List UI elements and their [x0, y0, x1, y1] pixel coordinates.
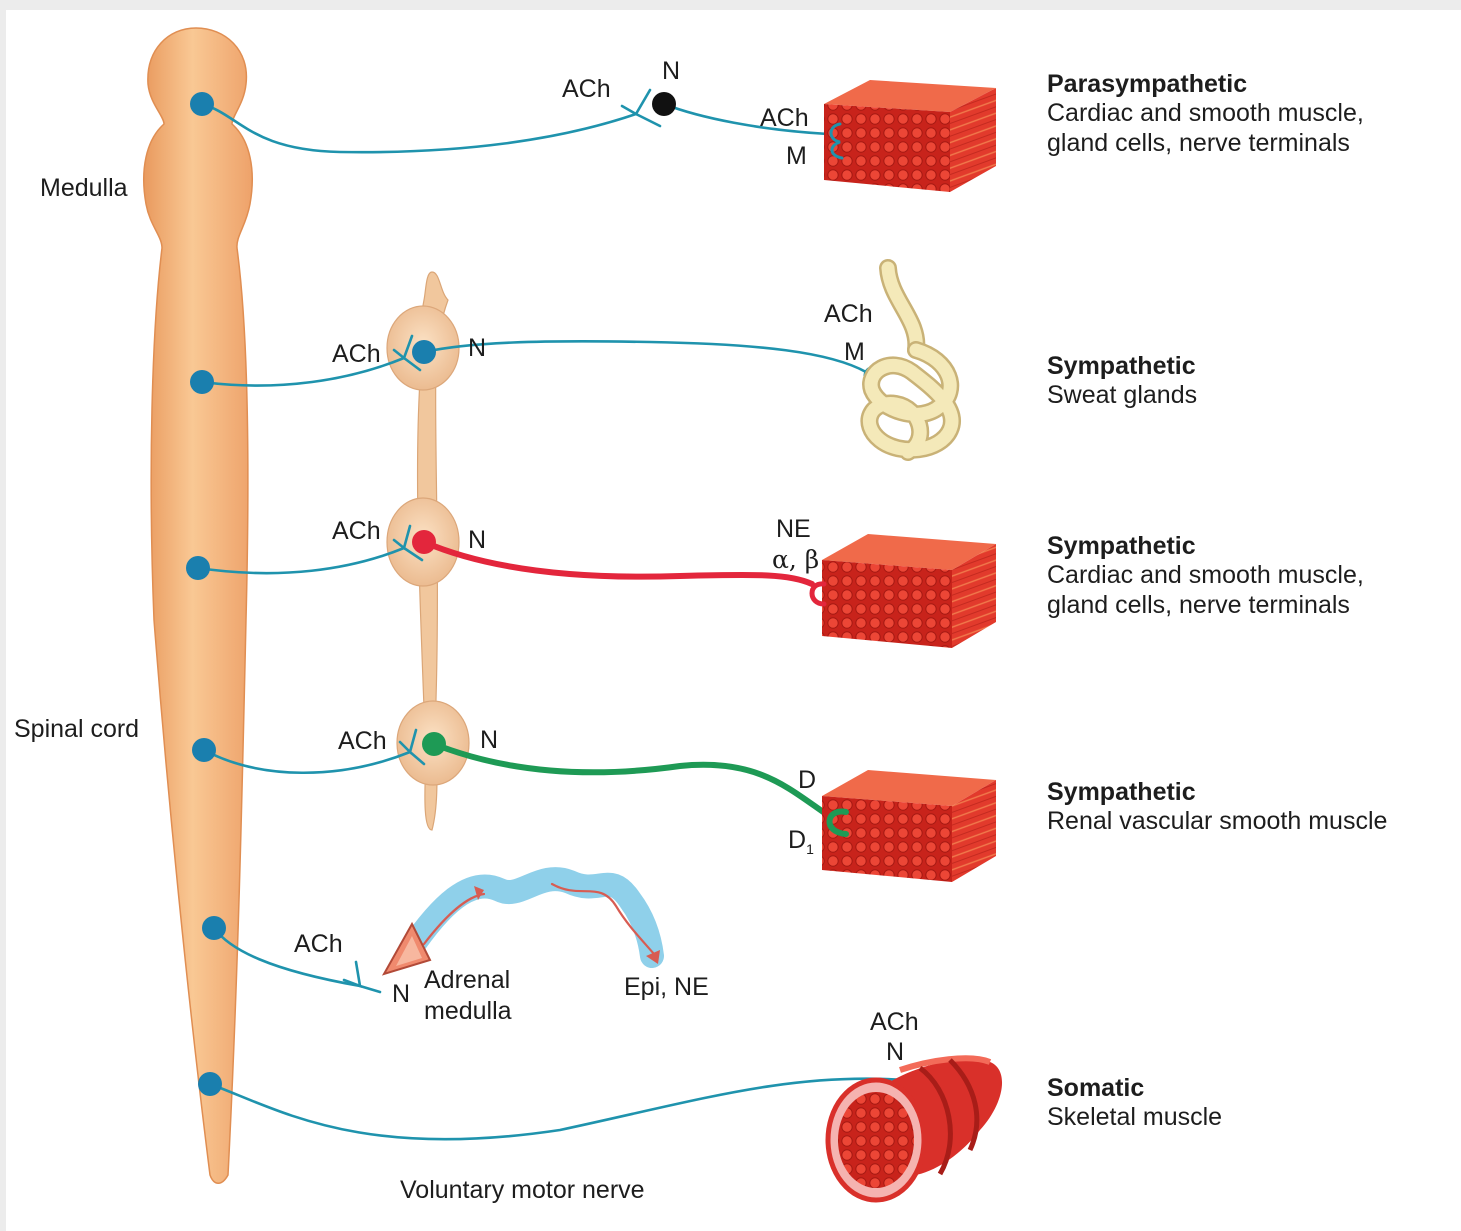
- synapse-fork-5: [344, 962, 380, 992]
- ganglion-cell-parasympathetic: [652, 92, 676, 116]
- node-spinal-4: [202, 916, 226, 940]
- pathway-desc-line: Sweat glands: [1047, 379, 1197, 411]
- label-m-para: M: [786, 144, 807, 169]
- pathway-sympathetic-sweat: Sympathetic Sweat glands: [1047, 354, 1197, 411]
- label-n-para: N: [662, 59, 680, 84]
- diagram-canvas: Medulla Spinal cord ACh N ACh M ACh N AC…: [6, 10, 1461, 1231]
- pathway-desc-line: Cardiac and smooth muscle,: [1047, 97, 1364, 129]
- node-spinal-2: [186, 556, 210, 580]
- pathway-title: Somatic: [1047, 1076, 1222, 1101]
- label-n-ne: N: [468, 528, 486, 553]
- label-ach-somatic: ACh: [870, 1010, 919, 1035]
- label-n-renal: N: [480, 728, 498, 753]
- label-epi-ne: Epi, NE: [624, 975, 709, 1000]
- nerve-parasympathetic-pre: [202, 104, 636, 152]
- nerve-sympathetic-1-post: [424, 341, 866, 372]
- pathway-somatic: Somatic Skeletal muscle: [1047, 1076, 1222, 1133]
- pathway-desc-line: Cardiac and smooth muscle,: [1047, 559, 1364, 591]
- label-alpha-beta: α, β: [772, 547, 819, 572]
- adrenal-stream: [410, 879, 654, 956]
- label-ach-sweat-post: ACh: [824, 302, 873, 327]
- label-d: D: [798, 768, 816, 793]
- pathway-desc-line: gland cells, nerve terminals: [1047, 589, 1364, 621]
- sweat-gland: [869, 268, 952, 452]
- nerve-sympathetic-3-post: [434, 744, 832, 818]
- muscle-block-sympathetic-cardiac: [822, 534, 996, 648]
- spinal-cord-shape: [144, 28, 253, 1183]
- node-medulla: [190, 92, 214, 116]
- ganglion-cell-sweat: [412, 340, 436, 364]
- label-m-sweat: M: [844, 340, 865, 365]
- label-ach-renal-pre: ACh: [338, 729, 387, 754]
- label-spinal-cord: Spinal cord: [14, 717, 139, 742]
- label-ach-para-post: ACh: [760, 106, 809, 131]
- label-d1-main: D: [788, 826, 806, 854]
- pathway-parasympathetic: Parasympathetic Cardiac and smooth muscl…: [1047, 72, 1364, 159]
- muscle-block-renal: [822, 770, 996, 882]
- pathway-title: Sympathetic: [1047, 534, 1364, 559]
- label-adrenal-medulla: medulla: [424, 999, 512, 1024]
- pathway-sympathetic-cardiac: Sympathetic Cardiac and smooth muscle, g…: [1047, 534, 1364, 621]
- node-spinal-1: [190, 370, 214, 394]
- label-n-adrenal: N: [392, 982, 410, 1007]
- ganglion-cell-dopaminergic: [422, 732, 446, 756]
- label-voluntary-motor-nerve: Voluntary motor nerve: [400, 1178, 645, 1203]
- label-n-somatic: N: [886, 1040, 904, 1065]
- pathway-title: Sympathetic: [1047, 354, 1197, 379]
- muscle-block-parasympathetic: [824, 80, 996, 192]
- pathway-title: Sympathetic: [1047, 780, 1387, 805]
- ganglion-cell-noradrenergic: [412, 530, 436, 554]
- label-n-sweat: N: [468, 336, 486, 361]
- label-ach-para-pre: ACh: [562, 77, 611, 102]
- label-adrenal: Adrenal: [424, 968, 510, 993]
- label-ne: NE: [776, 517, 811, 542]
- pathway-sympathetic-renal: Sympathetic Renal vascular smooth muscle: [1047, 780, 1387, 837]
- label-medulla: Medulla: [40, 176, 128, 201]
- label-ach-adrenal: ACh: [294, 932, 343, 957]
- label-d1: D1: [788, 828, 814, 856]
- node-spinal-5: [198, 1072, 222, 1096]
- pathway-desc-line: Skeletal muscle: [1047, 1101, 1222, 1133]
- label-ach-sweat-pre: ACh: [332, 342, 381, 367]
- label-d1-sub: 1: [806, 841, 814, 857]
- node-spinal-3: [192, 738, 216, 762]
- label-ach-ne-pre: ACh: [332, 519, 381, 544]
- pathway-desc-line: Renal vascular smooth muscle: [1047, 805, 1387, 837]
- nerve-somatic: [210, 1079, 905, 1140]
- pathway-desc-line: gland cells, nerve terminals: [1047, 127, 1364, 159]
- pathway-title: Parasympathetic: [1047, 72, 1364, 97]
